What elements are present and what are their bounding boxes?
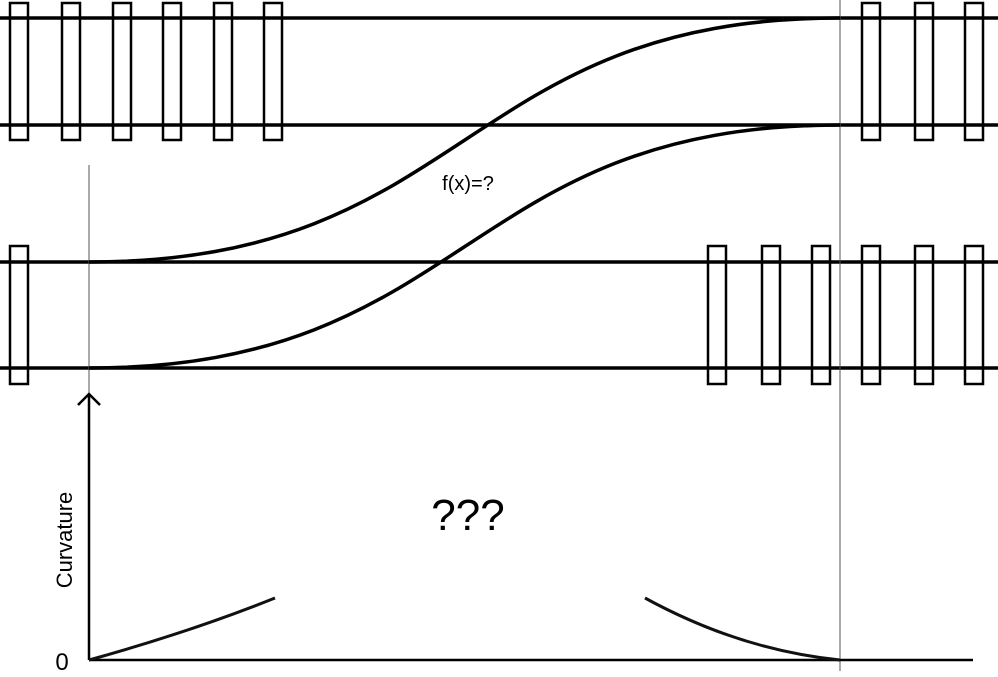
tie xyxy=(860,1,882,142)
curvature-unknown-label: ??? xyxy=(431,491,504,540)
y-axis-arrow-icon xyxy=(77,392,101,406)
tie xyxy=(913,1,935,142)
tie xyxy=(810,244,832,386)
y-axis-zero-label: 0 xyxy=(55,649,68,676)
tie xyxy=(913,244,935,386)
tie xyxy=(706,244,728,386)
transition-curve-lower-rail xyxy=(88,123,841,370)
tie xyxy=(963,1,985,142)
top-track-ties-right xyxy=(860,1,985,142)
tie xyxy=(161,1,183,142)
tie xyxy=(8,1,30,142)
tie xyxy=(60,1,82,142)
tie xyxy=(963,244,985,386)
tie xyxy=(760,244,782,386)
bottom-track-ties xyxy=(8,244,985,386)
tie xyxy=(262,1,284,142)
tie xyxy=(111,1,133,142)
top-track-ties-left xyxy=(8,1,284,142)
transition-curve-upper-rail xyxy=(88,16,841,264)
function-label: f(x)=? xyxy=(442,173,494,195)
tie xyxy=(8,244,30,386)
tie xyxy=(860,244,882,386)
y-axis-label: Curvature xyxy=(52,492,77,589)
curvature-curve-end xyxy=(644,596,841,662)
curvature-curve-start xyxy=(88,596,276,662)
tie xyxy=(212,1,234,142)
